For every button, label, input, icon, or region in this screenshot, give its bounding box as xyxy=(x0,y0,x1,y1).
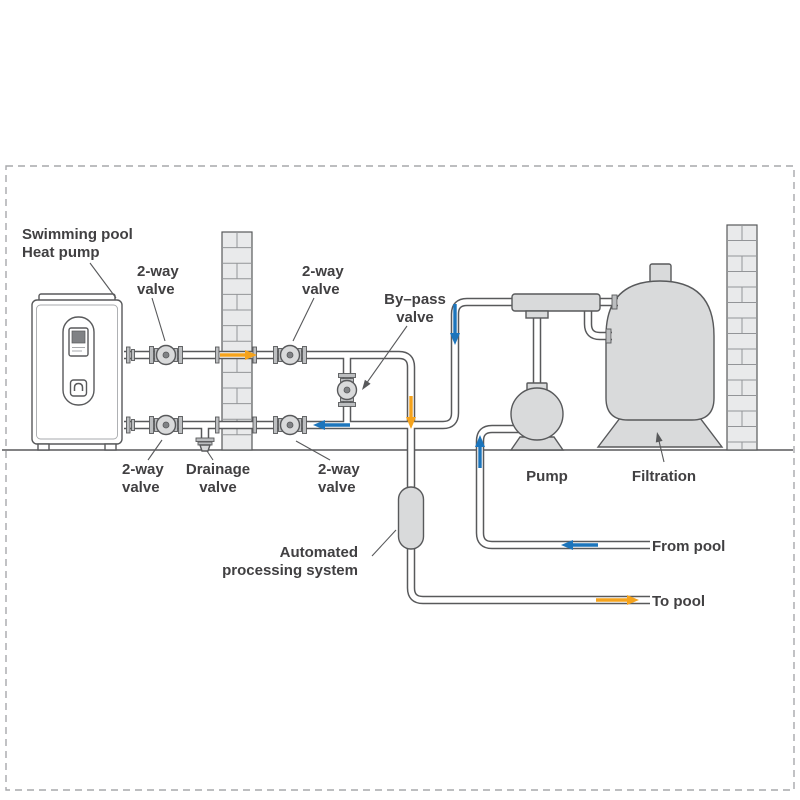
drainage-valve-label-line1: Drainage xyxy=(186,461,250,478)
filtration-label: Filtration xyxy=(632,468,696,485)
heat-pump-label-line1: Swimming pool xyxy=(22,226,133,243)
filtration-body xyxy=(605,280,715,421)
valve-bottom-left-label-line2: valve xyxy=(122,479,160,496)
pipes xyxy=(124,297,650,605)
brick-wall-right xyxy=(726,224,758,451)
valve-top-left-label-line1: 2-way xyxy=(137,263,179,280)
diagram-labels: Swimming pool Heat pump 2-way valve 2-wa… xyxy=(22,226,725,610)
bypass-valve-label-line1: By–pass xyxy=(384,291,446,308)
drainage-valve xyxy=(195,437,215,452)
warm-flow-arrows xyxy=(220,350,639,605)
filtration-tank xyxy=(596,263,724,448)
two-way-valve-top-left xyxy=(148,344,184,366)
heat-pump-label-line2: Heat pump xyxy=(22,244,100,261)
two-way-valve-bottom-right xyxy=(272,414,308,436)
brick-wall-left xyxy=(221,231,253,451)
cold-flow-arrows xyxy=(313,304,598,550)
drainage-valve-label-line2: valve xyxy=(199,479,237,496)
valve-top-right-label-line2: valve xyxy=(302,281,340,298)
heat-pump-foot xyxy=(104,443,117,451)
bypass-valve xyxy=(336,372,358,408)
automated-processing-system xyxy=(397,486,425,550)
valve-top-right-label-line1: 2-way xyxy=(302,263,344,280)
to-pool-label: To pool xyxy=(652,593,705,610)
filtration-pedestal xyxy=(596,417,724,448)
pump-unit xyxy=(509,382,565,451)
valve-bottom-right-label-line1: 2-way xyxy=(318,461,360,478)
two-way-valve-bottom-left xyxy=(148,414,184,436)
pump-volute xyxy=(510,387,564,441)
two-way-valve-top-right xyxy=(272,344,308,366)
valve-bottom-left-label-line1: 2-way xyxy=(122,461,164,478)
bypass-valve-label-line2: valve xyxy=(396,309,434,326)
pump-label: Pump xyxy=(526,468,568,485)
valve-top-left-label-line2: valve xyxy=(137,281,175,298)
leader-lines xyxy=(89,262,665,557)
heat-pump-logo xyxy=(69,379,88,397)
from-pool-label: From pool xyxy=(652,538,725,555)
valves xyxy=(148,344,358,452)
heat-pump-unit xyxy=(31,293,123,451)
valve-bottom-right-label-line2: valve xyxy=(318,479,356,496)
heat-pump-foot xyxy=(37,443,50,451)
manifold xyxy=(511,293,601,319)
aps-label-line1: Automated xyxy=(280,544,358,561)
filtration-cap xyxy=(649,263,672,284)
aps-label-line2: processing system xyxy=(222,562,358,579)
dashed-border xyxy=(5,165,795,791)
